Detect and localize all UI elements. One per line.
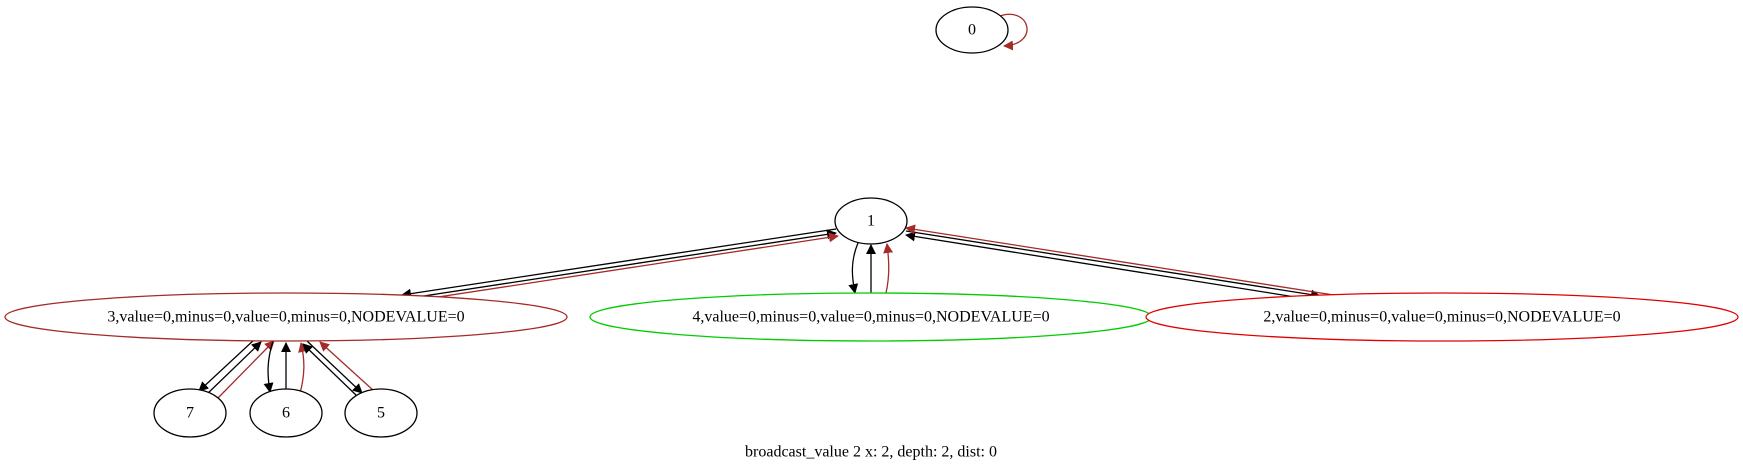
node-0-label: 0 xyxy=(968,22,976,39)
node-5: 5 xyxy=(344,388,418,438)
edge-1-4 xyxy=(848,242,859,294)
node-2-label: 2,value=0,minus=0,value=0,minus=0,NODEVA… xyxy=(1263,309,1620,326)
node-4: 4,value=0,minus=0,value=0,minus=0,NODEVA… xyxy=(589,292,1153,342)
node-6-label: 6 xyxy=(282,405,290,422)
edge-1-2 xyxy=(905,230,1321,300)
edge-3-6 xyxy=(263,340,274,393)
node-5-label: 5 xyxy=(377,405,385,422)
node-4-label: 4,value=0,minus=0,value=0,minus=0,NODEVA… xyxy=(692,309,1049,326)
edge-3-1-brown xyxy=(411,232,839,302)
edge-6-3-brown xyxy=(298,342,308,394)
edge-3-1 xyxy=(403,229,837,300)
edge-7-3-brown xyxy=(217,340,275,399)
edge-2-1-brown xyxy=(905,224,1341,297)
edge-4-1-brown xyxy=(883,243,894,294)
edge-1-3 xyxy=(401,228,837,299)
edge-2-1 xyxy=(905,231,1315,301)
node-0: 0 xyxy=(935,6,1009,54)
edge-7-3 xyxy=(205,341,262,396)
graph-caption: broadcast_value 2 x: 2, depth: 2, dist: … xyxy=(745,444,997,461)
node-1: 1 xyxy=(834,197,908,245)
edges xyxy=(198,13,1341,399)
node-6: 6 xyxy=(249,388,323,438)
node-2: 2,value=0,minus=0,value=0,minus=0,NODEVA… xyxy=(1145,292,1739,342)
edge-0-0 xyxy=(999,13,1028,51)
edge-3-5 xyxy=(306,340,363,394)
node-3: 3,value=0,minus=0,value=0,minus=0,NODEVA… xyxy=(4,292,568,342)
node-3-label: 3,value=0,minus=0,value=0,minus=0,NODEVA… xyxy=(107,309,464,326)
node-7-label: 7 xyxy=(186,405,194,422)
edge-5-3 xyxy=(302,343,359,398)
edge-5-3-brown xyxy=(319,341,375,392)
node-1-label: 1 xyxy=(867,213,875,230)
node-7: 7 xyxy=(153,388,227,438)
edge-3-7 xyxy=(198,338,256,392)
nodes: 0 1 3,value=0,minus=0,value=0,minus=0,NO… xyxy=(4,6,1739,438)
